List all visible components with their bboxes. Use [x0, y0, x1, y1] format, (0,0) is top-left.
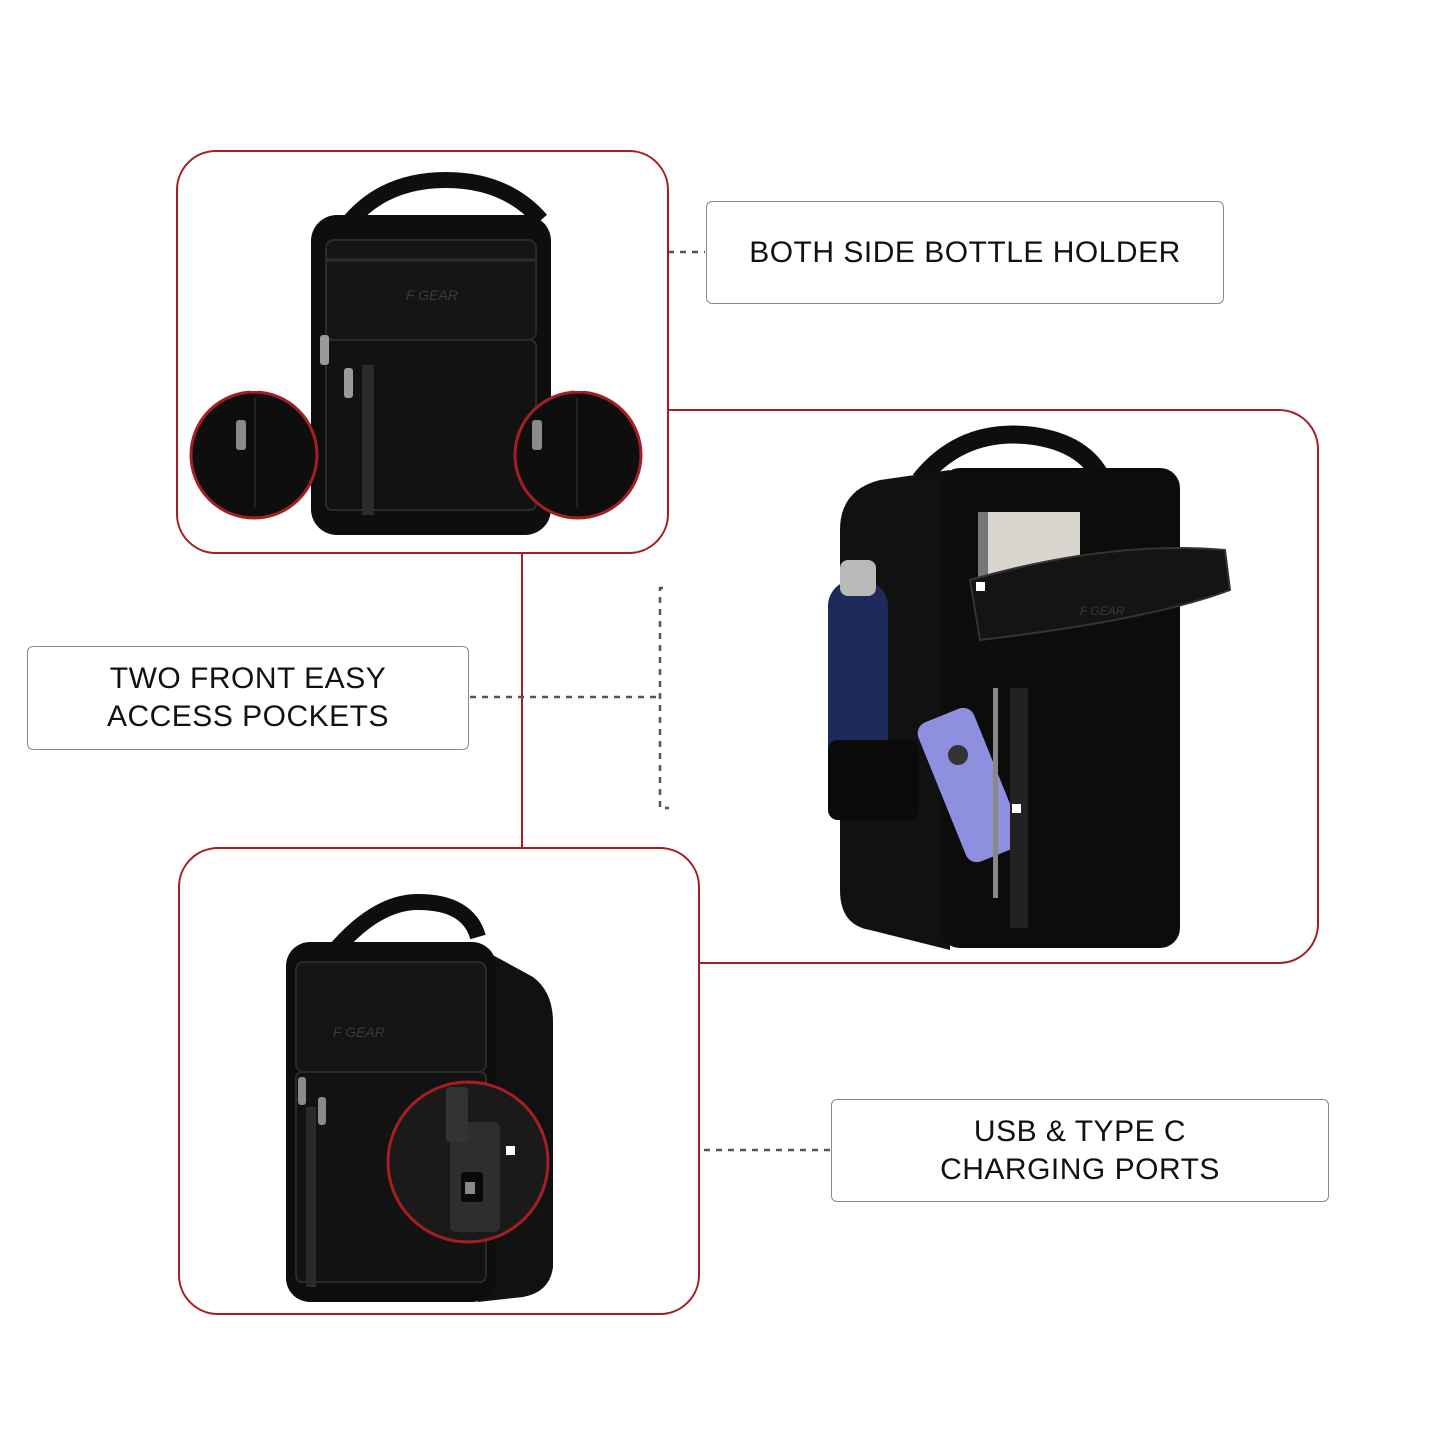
callout-front-pockets: TWO FRONT EASY ACCESS POCKETS — [27, 646, 469, 750]
brand-logo-3: F GEAR — [333, 1024, 385, 1040]
callout-front-pockets-line1: TWO FRONT EASY — [109, 662, 387, 695]
brand-logo: F GEAR — [406, 287, 458, 303]
callout-front-pockets-line2: ACCESS POCKETS — [106, 700, 390, 733]
callout-charging-ports-line2: CHARGING PORTS — [940, 1152, 1220, 1186]
backpack-usb-image: F GEAR — [286, 893, 553, 1302]
callout-charging-ports: USB & TYPE C CHARGING PORTS — [831, 1099, 1329, 1202]
backpack-open-pocket-image: F GEAR — [828, 425, 1232, 950]
callout-bottle-holder: BOTH SIDE BOTTLE HOLDER — [706, 201, 1224, 304]
backpack-front-image: F GEAR — [189, 171, 643, 535]
callout-bottle-holder-text: BOTH SIDE BOTTLE HOLDER — [749, 235, 1181, 269]
callout-charging-ports-line1: USB & TYPE C — [973, 1114, 1187, 1148]
brand-logo-2: F GEAR — [1080, 604, 1125, 618]
